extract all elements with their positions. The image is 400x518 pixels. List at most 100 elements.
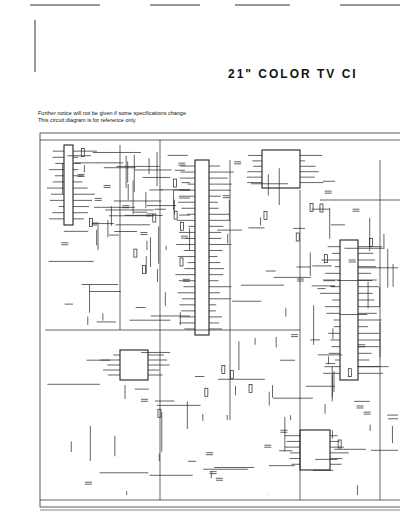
wire <box>357 485 358 495</box>
wire <box>40 500 400 501</box>
capacitor-symbol <box>140 234 147 235</box>
wire <box>125 385 126 399</box>
resistor-symbol <box>310 203 313 211</box>
wire <box>179 215 190 216</box>
resistor-symbol <box>296 233 299 241</box>
wire <box>241 285 284 286</box>
wire <box>227 234 228 244</box>
ic-pin <box>325 273 340 274</box>
wire <box>218 379 265 380</box>
ic-pin <box>184 328 195 329</box>
ic-pin <box>73 151 97 152</box>
capacitor-symbol <box>216 478 223 479</box>
ic-pin <box>49 218 64 219</box>
resistor-symbol <box>180 222 183 230</box>
ic-pin <box>330 340 340 341</box>
ic-pin <box>247 177 262 178</box>
wire <box>149 158 150 174</box>
ic-pin <box>323 280 340 281</box>
capacitor-symbol <box>297 279 304 280</box>
wire <box>269 465 295 466</box>
ic-pin <box>358 260 375 261</box>
ic-pin <box>113 355 120 356</box>
ic-chip <box>300 430 330 470</box>
wire <box>285 308 286 317</box>
ic-pin <box>182 298 195 299</box>
wire <box>62 163 63 194</box>
ic-pin <box>209 196 221 197</box>
wire <box>90 426 91 461</box>
ic-pin <box>209 256 217 257</box>
capacitor-symbol <box>280 432 287 433</box>
wire <box>145 192 146 208</box>
ic-pin <box>73 169 78 170</box>
wire <box>175 170 185 171</box>
capacitor-symbol <box>178 165 185 166</box>
ic-pin <box>179 304 195 305</box>
resistor-symbol <box>81 149 84 157</box>
resistor-symbol <box>158 409 161 417</box>
wire <box>189 228 190 250</box>
resistor-symbol <box>230 370 233 378</box>
resistor-symbol <box>348 369 351 377</box>
resistor-symbol <box>324 255 327 263</box>
wire <box>232 301 261 302</box>
ic-pin <box>50 200 64 201</box>
ic-pin <box>52 212 64 213</box>
wire <box>188 461 196 462</box>
resistor-symbol <box>249 384 252 392</box>
ic-pin <box>300 166 316 167</box>
ic-pin <box>358 306 380 307</box>
resistor-symbol <box>264 212 267 220</box>
wire <box>280 360 295 361</box>
ic-pin <box>300 160 305 161</box>
wire <box>45 330 300 331</box>
ic-pin <box>175 274 195 275</box>
ic-pin <box>53 151 64 152</box>
ic-pin <box>286 441 300 442</box>
wire <box>82 284 119 285</box>
ic-pin <box>358 313 377 314</box>
wire <box>100 472 149 473</box>
wire <box>324 280 335 281</box>
ic-pin <box>148 375 163 376</box>
wire <box>87 317 88 325</box>
wire <box>154 209 165 210</box>
wire <box>328 356 329 364</box>
ic-pin <box>209 262 220 263</box>
ic-pin <box>179 232 195 233</box>
capacitor-symbol <box>325 191 332 192</box>
page-edge <box>40 510 400 511</box>
capacitor-symbol <box>357 405 364 406</box>
wire <box>268 174 269 195</box>
wire <box>323 181 335 182</box>
ic-pin <box>209 190 231 191</box>
capacitor-symbol <box>183 281 190 282</box>
capacitor-symbol <box>181 238 188 239</box>
ic-pin <box>148 355 164 356</box>
note-text: This circuit diagram is for reference on… <box>38 117 137 123</box>
ic-pin <box>184 250 195 251</box>
wire <box>114 231 137 232</box>
ic-pin <box>334 326 340 327</box>
wire <box>269 392 270 406</box>
capacitor-symbol <box>141 401 148 402</box>
wire <box>329 208 330 239</box>
wire <box>318 354 342 355</box>
ic-pin <box>358 333 379 334</box>
ic-pin <box>178 202 195 203</box>
wire <box>182 182 190 183</box>
ic-pin <box>253 166 262 167</box>
wire <box>357 366 388 367</box>
wire <box>284 417 285 452</box>
ic-pin <box>73 212 88 213</box>
capacitor-symbol <box>104 187 111 188</box>
page-edge <box>35 20 36 72</box>
ic-pin <box>358 300 374 301</box>
wire <box>158 226 159 263</box>
wire <box>74 162 123 163</box>
wire <box>47 384 100 385</box>
resistor-symbol <box>338 440 341 448</box>
capacitor-symbol <box>210 473 217 474</box>
wire <box>380 322 381 357</box>
